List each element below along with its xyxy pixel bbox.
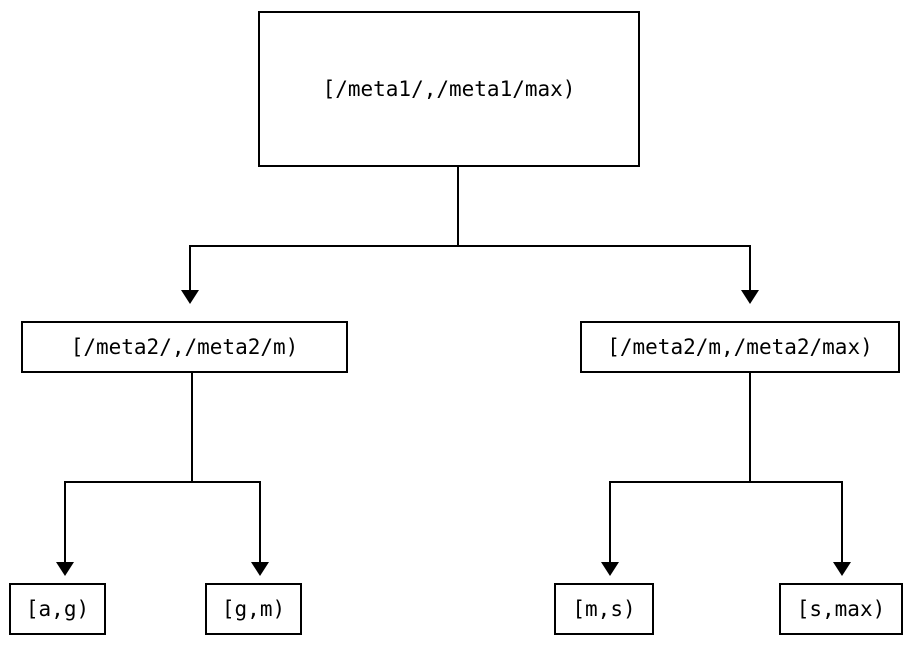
tree-node-leaf-smax-label: [s,max) (796, 597, 886, 621)
tree-node-mid-right[interactable]: [/meta2/m,/meta2/max) (580, 321, 900, 373)
arrowhead-mid-right-to-leaf-smax (833, 562, 851, 576)
edge-mid-right-crossbar (609, 481, 841, 483)
tree-node-leaf-ms-label: [m,s) (572, 597, 636, 621)
tree-node-leaf-gm[interactable]: [g,m) (205, 583, 302, 635)
tree-node-mid-right-label: [/meta2/m,/meta2/max) (607, 335, 873, 359)
edge-root-crossbar (189, 245, 751, 247)
arrowhead-mid-left-to-leaf-ag (56, 562, 74, 576)
tree-node-root[interactable]: [/meta1/,/meta1/max) (258, 11, 640, 167)
tree-node-leaf-ms[interactable]: [m,s) (554, 583, 654, 635)
tree-node-leaf-smax[interactable]: [s,max) (779, 583, 903, 635)
edge-mid-right-stem (749, 373, 751, 481)
tree-node-leaf-gm-label: [g,m) (221, 597, 286, 621)
edge-mid-left-crossbar (64, 481, 261, 483)
edge-root-stem (457, 167, 459, 245)
edge-mid-left-stem (191, 373, 193, 481)
tree-node-leaf-ag[interactable]: [a,g) (9, 583, 106, 635)
tree-node-leaf-ag-label: [a,g) (25, 597, 90, 621)
tree-node-root-label: [/meta1/,/meta1/max) (322, 77, 576, 101)
arrowhead-mid-right-to-leaf-ms (601, 562, 619, 576)
tree-node-mid-left-label: [/meta2/,/meta2/m) (70, 335, 299, 359)
arrowhead-root-to-mid-right (741, 290, 759, 304)
edge-root-to-mid-left-drop (189, 245, 191, 290)
edge-mid-left-to-leaf-ag-drop (64, 481, 66, 562)
edge-root-to-mid-right-drop (749, 245, 751, 290)
edge-mid-left-to-leaf-gm-drop (259, 481, 261, 562)
edge-mid-right-to-leaf-smax-drop (841, 481, 843, 562)
arrowhead-root-to-mid-left (181, 290, 199, 304)
tree-node-mid-left[interactable]: [/meta2/,/meta2/m) (21, 321, 348, 373)
arrowhead-mid-left-to-leaf-gm (251, 562, 269, 576)
edge-mid-right-to-leaf-ms-drop (609, 481, 611, 562)
